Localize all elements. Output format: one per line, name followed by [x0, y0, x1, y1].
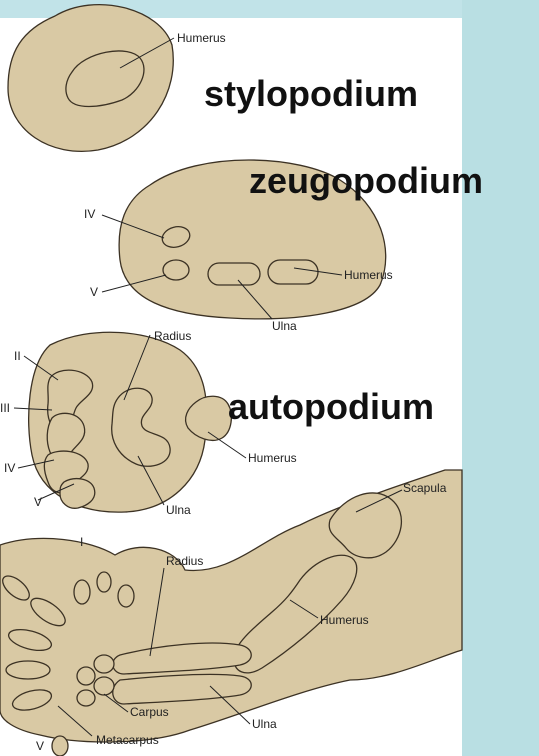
digit-iii-label: III: [0, 401, 10, 415]
carpus-bone-stage-4: [77, 667, 95, 685]
humerus-label: Humerus: [344, 268, 393, 282]
ulna-label: Ulna: [272, 319, 297, 333]
leader-line: [208, 432, 246, 458]
digit-iv-label: IV: [4, 461, 15, 475]
carpus-bone-stage-4: [77, 690, 95, 706]
radius-label: Radius: [154, 329, 191, 343]
phalanx-bone-stage-4: [118, 585, 134, 607]
digit-v-label: V: [36, 739, 44, 753]
metacarpus-label: Metacarpus: [96, 733, 159, 747]
digit-iv-label: IV: [84, 207, 95, 221]
humerus-label: Humerus: [177, 31, 226, 45]
stylopodium-label: stylopodium: [204, 76, 418, 112]
digit-v-bone-stage-2: [163, 260, 189, 280]
autopodium-label: autopodium: [228, 389, 434, 425]
carpus-bone-stage-4: [94, 677, 114, 695]
humerus-bone-stage-2: [268, 260, 318, 284]
humerus-label: Humerus: [248, 451, 297, 465]
metacarpus-bone-stage-4: [6, 661, 50, 679]
phalanx-bone-stage-4: [74, 580, 90, 604]
carpus-bone-stage-4: [94, 655, 114, 673]
ulna-label: Ulna: [166, 503, 191, 517]
zeugopodium-label: zeugopodium: [249, 163, 483, 199]
carpus-label: Carpus: [130, 705, 169, 719]
digit-i-label: I: [80, 535, 83, 549]
phalanx-bone-stage-4: [52, 736, 68, 756]
humerus-label: Humerus: [320, 613, 369, 627]
ulna-bone-stage-2: [208, 263, 260, 285]
digit-ii-label: II: [14, 349, 21, 363]
ulna-label: Ulna: [252, 717, 277, 731]
digit-v-label: V: [34, 495, 42, 509]
digit-v-label: V: [90, 285, 98, 299]
phalanx-bone-stage-4: [97, 572, 111, 592]
radius-label: Radius: [166, 554, 203, 568]
scapula-label: Scapula: [403, 481, 447, 495]
